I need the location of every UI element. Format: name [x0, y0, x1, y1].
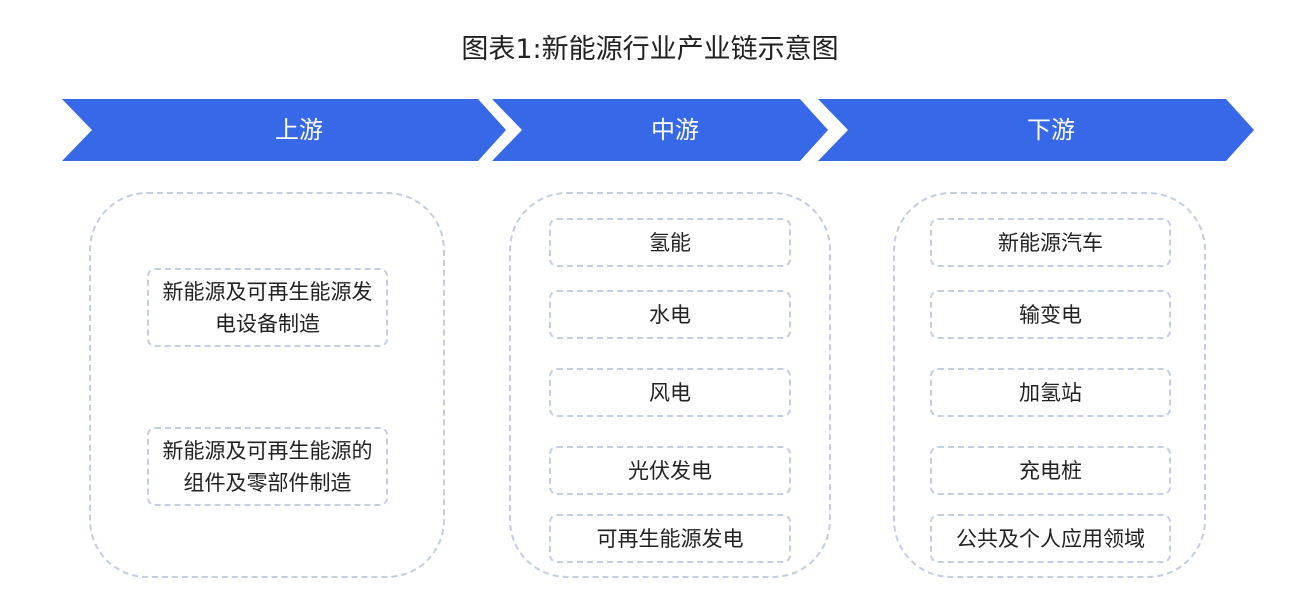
downstream-item-public-personal-use: 公共及个人应用领域 — [930, 514, 1171, 563]
upstream-arrow — [62, 99, 506, 161]
midstream-item-hydropower: 水电 — [549, 290, 791, 339]
midstream-item-solar-power: 光伏发电 — [549, 446, 791, 495]
midstream-panel — [509, 192, 831, 578]
midstream-arrow — [492, 99, 828, 161]
upstream-panel — [89, 192, 445, 578]
upstream-item-equipment-manufacturing: 新能源及可再生能源发电设备制造 — [147, 268, 388, 347]
upstream-item-components-manufacturing: 新能源及可再生能源的组件及零部件制造 — [147, 427, 388, 506]
page-title: 图表1:新能源行业产业链示意图 — [461, 34, 839, 65]
downstream-item-power-transmission: 输变电 — [930, 290, 1171, 339]
downstream-item-new-energy-vehicles: 新能源汽车 — [930, 218, 1171, 267]
midstream-item-wind-power: 风电 — [549, 368, 791, 417]
downstream-item-charging-pile: 充电桩 — [930, 446, 1171, 495]
downstream-label: 下游 — [1027, 116, 1075, 144]
downstream-arrow — [818, 99, 1254, 161]
upstream-label: 上游 — [275, 116, 323, 144]
downstream-item-hydrogen-station: 加氢站 — [930, 368, 1171, 417]
midstream-item-hydrogen: 氢能 — [549, 218, 791, 267]
midstream-label: 中游 — [651, 116, 699, 144]
midstream-item-renewable-generation: 可再生能源发电 — [549, 514, 791, 563]
downstream-panel — [893, 192, 1206, 578]
